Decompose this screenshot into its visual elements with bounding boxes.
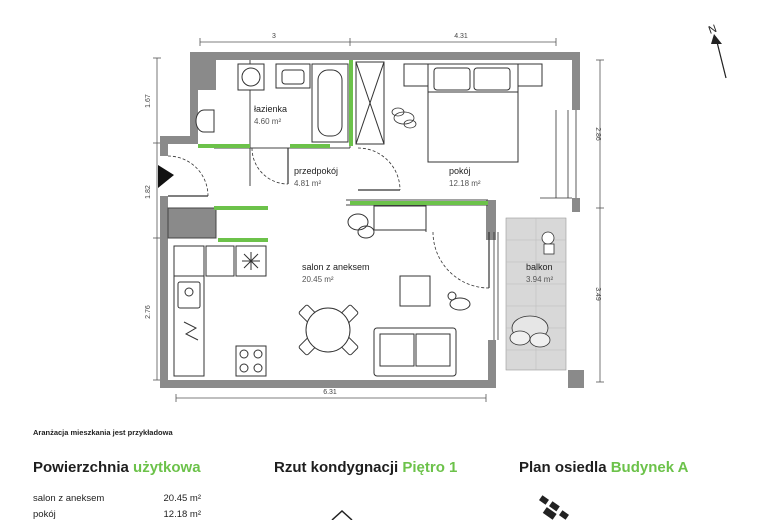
estate-header-accent: Budynek A [610, 459, 689, 476]
area-list-item: salon z aneksem 20.45 m² [33, 493, 201, 504]
dim-right-top: 2.86 [594, 127, 601, 141]
dim-left-mid: 1.82 [145, 185, 152, 199]
surface-header-main: Powierzchnia [33, 459, 129, 476]
area-list-item: pokój 12.18 m² [33, 509, 201, 520]
floor-plan-thumbnail-icon [331, 509, 353, 520]
compass: N [707, 23, 727, 79]
area-list-name: pokój [33, 509, 56, 520]
arrangement-note: Aranżacja mieszkania jest przykładowa [33, 428, 173, 437]
kitchen [173, 245, 267, 377]
compass-north-label: N [707, 23, 719, 37]
entrance-arrow-icon [158, 165, 174, 188]
windows [493, 110, 577, 340]
walls [160, 52, 584, 388]
room-area-balkon: 3.94 m² [526, 275, 553, 284]
dimension-lines [153, 38, 604, 402]
dim-left-top: 1.67 [145, 94, 152, 108]
dim-bottom: 6.31 [323, 389, 337, 396]
floor-header: Rzut kondygnacji Piętro 1 [274, 459, 457, 476]
room-name-przedpokoj: przedpokój [294, 166, 338, 176]
accent-walls [198, 60, 488, 242]
dim-right-bottom: 3.49 [594, 287, 601, 301]
door-swings [167, 147, 490, 289]
dim-left-bottom: 2.76 [145, 305, 152, 319]
floor-header-accent: Piętro 1 [402, 459, 458, 476]
area-list-value: 20.45 m² [163, 493, 202, 504]
area-list-value: 12.18 m² [163, 509, 202, 520]
estate-header-main: Plan osiedla [519, 459, 607, 476]
surface-header: Powierzchnia użytkowa [33, 459, 201, 476]
room-name-salon: salon z aneksem [302, 262, 370, 272]
surface-header-accent: użytkowa [133, 459, 201, 476]
dim-top-left: 3 [272, 33, 276, 40]
estate-header: Plan osiedla Budynek A [519, 459, 689, 476]
area-list-name: salon z aneksem [33, 493, 105, 504]
room-name-balkon: balkon [526, 262, 553, 272]
room-area-lazienka: 4.60 m² [254, 117, 281, 126]
room-area-salon: 20.45 m² [302, 275, 334, 284]
room-area-pokoj: 12.18 m² [449, 179, 481, 188]
estate-plan-thumbnail-icon [539, 495, 569, 520]
dim-top-right: 4.31 [454, 33, 468, 40]
plant-icon [391, 107, 417, 129]
floor-header-main: Rzut kondygnacji [274, 459, 399, 476]
room-area-przedpokoj: 4.81 m² [294, 179, 321, 188]
room-name-pokoj: pokój [449, 166, 471, 176]
bed [403, 63, 543, 163]
room-name-lazienka: łazienka [254, 104, 287, 114]
balcony [505, 217, 567, 371]
bathroom-fixtures [195, 61, 385, 145]
living-room-furniture [298, 205, 471, 377]
